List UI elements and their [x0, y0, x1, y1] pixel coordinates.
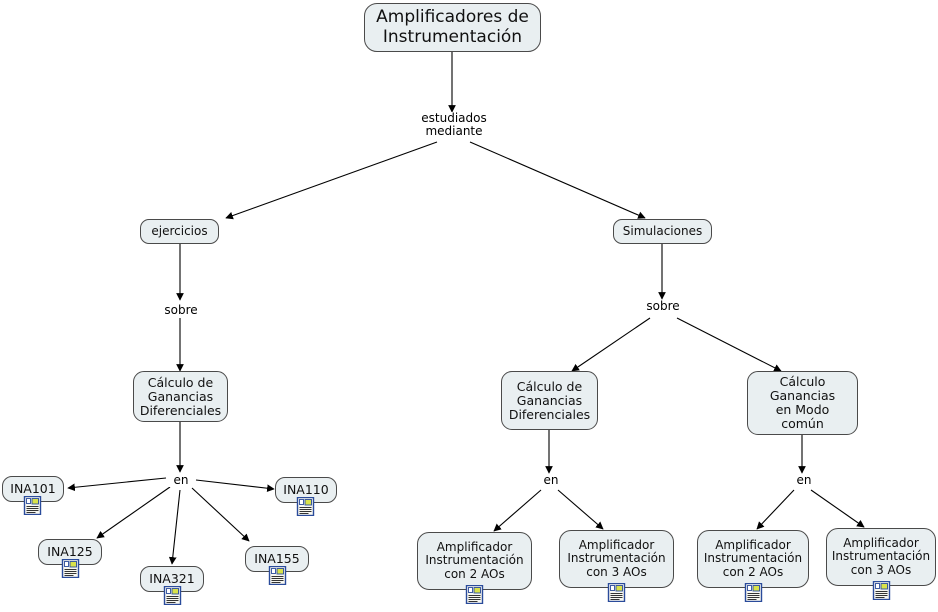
node-simulaciones[interactable]: Simulaciones [613, 219, 712, 244]
resource-document-icon[interactable] [465, 585, 484, 604]
node-calculo-ganancias-diferenciales-ejercicios[interactable]: Cálculo de Ganancias Diferenciales [133, 371, 228, 422]
edge-en-to-ina110 [195, 479, 275, 493]
node-calculo-ganancias-modo-comun[interactable]: Cálculo Ganancias en Modo común [747, 371, 858, 435]
edge-en-to-ina125 [96, 486, 171, 539]
node-label: ejercicios [151, 223, 208, 238]
node-calculo-ganancias-diferenciales-simulaciones[interactable]: Cálculo de Ganancias Diferenciales [501, 371, 598, 430]
resource-document-icon[interactable] [23, 496, 42, 515]
edge-en-to-amp-mc-3ao [810, 489, 865, 528]
link-label-sobre-ejercicios[interactable]: sobre [157, 303, 205, 318]
resource-document-icon[interactable] [61, 559, 80, 578]
edge-sobre-to-calculo-modo-comun [676, 317, 782, 372]
node-label: Simulaciones [622, 223, 703, 238]
node-amplificador-instrumentacion-2-aos-modo-comun[interactable]: Amplificador Instrumentación con 2 AOs [697, 530, 809, 588]
node-ina155[interactable]: INA155 [245, 546, 309, 572]
node-amplificador-instrumentacion-2-aos-diferencial[interactable]: Amplificador Instrumentación con 2 AOs [417, 532, 532, 590]
resource-document-icon[interactable] [268, 566, 287, 585]
node-label: Amplificador Instrumentación con 2 AOs [425, 539, 524, 581]
node-amplificadores-de-instrumentacion[interactable]: Amplificadores de Instrumentación [364, 3, 541, 52]
edge-en-to-ina101 [67, 477, 167, 492]
resource-document-icon[interactable] [296, 497, 315, 516]
edge-en-to-amp-dif-3ao [557, 489, 604, 530]
node-ejercicios[interactable]: ejercicios [140, 219, 219, 244]
node-label: INA321 [149, 571, 195, 586]
edge-estudiados-to-simulaciones [469, 141, 646, 219]
resource-document-icon[interactable] [163, 586, 182, 605]
edge-en-to-ina321 [168, 489, 181, 565]
node-label: INA101 [10, 481, 56, 496]
node-label: Amplificador Instrumentación con 3 AOs [567, 537, 666, 579]
resource-document-icon[interactable] [607, 583, 626, 602]
edge-en-to-amp-dif-2ao [493, 489, 542, 532]
node-label: Amplificadores de Instrumentación [376, 7, 529, 47]
link-label-en-modo-comun[interactable]: en [790, 473, 818, 488]
node-label: Cálculo de Ganancias Diferenciales [508, 378, 591, 422]
node-label: INA125 [47, 544, 93, 559]
link-label-estudiados-mediante[interactable]: estudiados mediante [412, 111, 496, 139]
node-label: Amplificador Instrumentación con 3 AOs [831, 535, 931, 577]
node-label: Amplificador Instrumentación con 2 AOs [703, 537, 803, 579]
resource-document-icon[interactable] [872, 581, 891, 600]
resource-document-icon[interactable] [744, 583, 763, 602]
node-label: Cálculo Ganancias en Modo común [769, 374, 836, 431]
link-label-en-diferenciales-simulaciones[interactable]: en [537, 473, 565, 488]
edge-estudiados-to-ejercicios [225, 141, 438, 220]
edge-en-to-ina155 [191, 487, 250, 542]
link-label-en-ejercicios[interactable]: en [167, 473, 195, 488]
node-amplificador-instrumentacion-3-aos-modo-comun[interactable]: Amplificador Instrumentación con 3 AOs [826, 528, 936, 586]
link-label-sobre-simulaciones[interactable]: sobre [639, 299, 687, 314]
edge-en-to-amp-mc-2ao [756, 489, 795, 530]
node-amplificador-instrumentacion-3-aos-diferencial[interactable]: Amplificador Instrumentación con 3 AOs [559, 530, 674, 588]
edge-sobre-to-calculo-dif-right [571, 317, 651, 372]
node-label: INA155 [254, 551, 300, 566]
node-label: INA110 [283, 482, 329, 497]
node-label: Cálculo de Ganancias Diferenciales [139, 374, 222, 418]
